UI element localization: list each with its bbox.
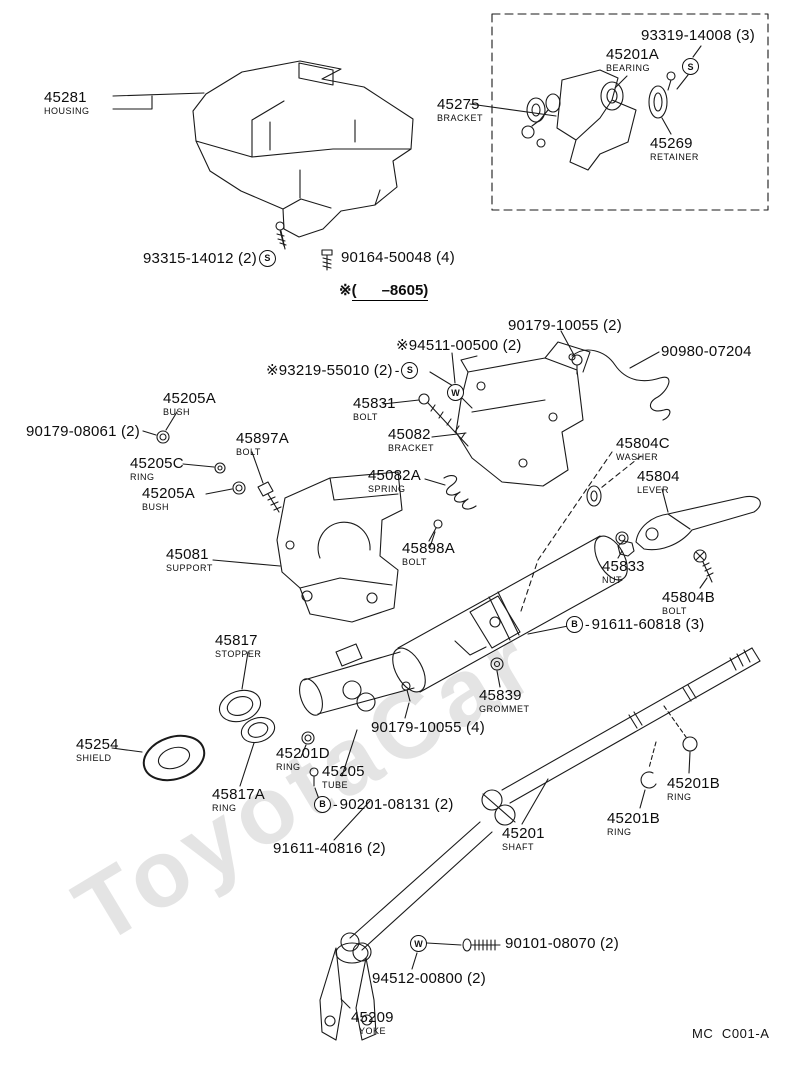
- part-name: HOUSING: [44, 105, 90, 116]
- label-housing: 45281 HOUSING: [44, 90, 90, 116]
- label-bolt-45898a: 45898A BOLT: [402, 540, 455, 567]
- label-nut-45833: 45833 NUT: [602, 558, 645, 585]
- label-bolt-91611-40816: 91611-40816 (2): [273, 840, 386, 857]
- housing-screws: [275, 221, 333, 271]
- s-symbol: S: [401, 362, 419, 379]
- stopper-shield-parts: [111, 651, 371, 841]
- applicability-note: ※( –8605): [339, 282, 429, 301]
- label-shaft-45201: 45201 SHAFT: [502, 825, 545, 852]
- label-ring-45201b-1: 45201B RING: [667, 775, 720, 802]
- w-symbol: W: [447, 384, 464, 401]
- inset-bearing-assembly: [469, 45, 702, 171]
- part-number: 45281: [44, 89, 87, 106]
- label-bush-a2: 45205A BUSH: [142, 485, 195, 512]
- upper-bracket-assembly: [382, 330, 671, 487]
- label-wire-90980: 90980-07204: [661, 343, 752, 360]
- label-stopper-45817: 45817 STOPPER: [215, 632, 262, 659]
- label-ring-45205c: 45205C RING: [130, 455, 184, 482]
- label-ring-45201b-2: 45201B RING: [607, 810, 660, 837]
- label-bolt-93219: ※93219-55010 (2) - S: [266, 362, 419, 379]
- label-bracket-45275: 45275 BRACKET: [437, 96, 484, 123]
- label-bolt-90101: 90101-08070 (2): [505, 935, 619, 952]
- s-symbol: S: [682, 58, 699, 75]
- s-symbol: S: [258, 250, 276, 267]
- label-bolt-08061: 90179-08061 (2): [26, 423, 140, 440]
- label-bearing-bolt: 93319-14008 (3): [641, 27, 755, 44]
- label-shield-45254: 45254 SHIELD: [76, 736, 119, 763]
- label-bolt-90164: 90164-50048 (4): [341, 249, 455, 266]
- label-screw-93315: 93315-14012 (2) S: [143, 250, 276, 267]
- left-small-parts: [142, 411, 282, 513]
- label-bolt-45897a: 45897A BOLT: [236, 430, 289, 457]
- label-bolt-94512: 94512-00800 (2): [372, 970, 486, 987]
- label-bolt-45831: 45831 BOLT: [353, 395, 396, 422]
- label-retainer: 45269 RETAINER: [650, 135, 699, 162]
- label-grommet-45839: 45839 GROMMET: [479, 687, 530, 714]
- w-symbol: W: [410, 935, 427, 952]
- label-bracket-45082: 45082 BRACKET: [388, 426, 435, 453]
- support-drawing: [212, 471, 403, 623]
- label-bolt-10055-2: 90179-10055 (2): [508, 317, 622, 334]
- label-bolt-45804b: 45804B BOLT: [662, 589, 715, 616]
- b-symbol: B: [566, 616, 583, 633]
- yoke-assembly: [319, 932, 501, 1041]
- label-bush-a1: 45205A BUSH: [163, 390, 216, 417]
- label-ring-45201d: 45201D RING: [276, 745, 330, 772]
- label-yoke-45209: 45209 YOKE: [351, 1009, 394, 1036]
- label-support-45081: 45081 SUPPORT: [166, 546, 213, 573]
- lever-assembly: [586, 455, 761, 589]
- label-lever-45804: 45804 LEVER: [637, 468, 680, 495]
- label-bolt-94511: ※94511-00500 (2): [396, 337, 522, 354]
- label-bolt-90201: B - 90201-08131 (2): [314, 796, 454, 813]
- label-ring-45817a: 45817A RING: [212, 786, 265, 813]
- inset-box: [491, 13, 769, 211]
- label-spring-45082a: 45082A SPRING: [368, 467, 421, 494]
- label-washer-45804c: 45804C WASHER: [616, 435, 670, 462]
- tube-assembly: [299, 451, 628, 719]
- label-bolt-91611-60818: B - 91611-60818 (3): [566, 616, 704, 633]
- page-code: MC C001-A: [692, 1026, 770, 1041]
- label-bearing: 45201A BEARING: [606, 46, 659, 73]
- label-bolt-10055-4: 90179-10055 (4): [371, 719, 485, 736]
- shaft-assembly: [349, 647, 761, 951]
- b-symbol: B: [314, 796, 331, 813]
- housing-drawing: [112, 60, 414, 238]
- label-tube-45205: 45205 TUBE: [322, 763, 365, 790]
